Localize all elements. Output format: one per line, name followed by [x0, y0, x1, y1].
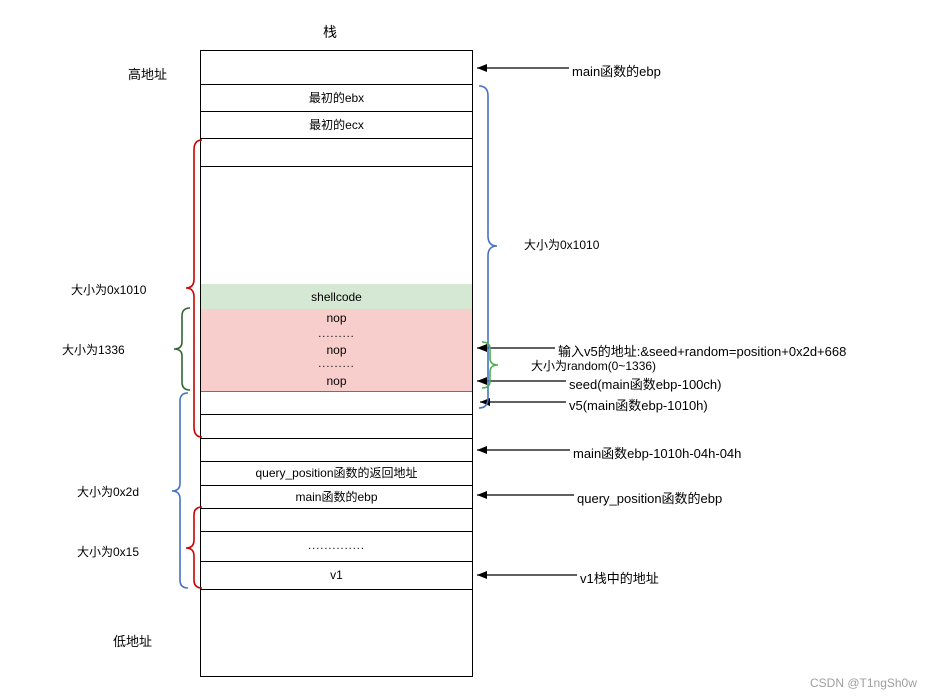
stack-row-dots: ..............	[201, 531, 472, 562]
watermark: CSDN @T1ngSh0w	[810, 676, 917, 690]
stack-row-bottom-empty	[201, 589, 472, 676]
stack-row-ebx: 最初的ebx	[201, 84, 472, 112]
stack-container: 最初的ebx 最初的ecx shellcode nop ......... no…	[200, 50, 473, 677]
stack-row-v5	[201, 391, 472, 415]
diagram-title: 栈	[323, 24, 337, 40]
label-left-size-1336: 大小为1336	[62, 343, 125, 357]
stack-row-nop-1: nop	[201, 309, 472, 327]
stack-row-return-address: query_position函数的返回地址	[201, 461, 472, 486]
brace-left-1336	[173, 307, 191, 391]
stack-row-empty-1	[201, 138, 472, 167]
label-left-size-0x2d: 大小为0x2d	[77, 485, 140, 499]
stack-row-nop-2: nop	[201, 341, 472, 359]
stack-row-shellcode: shellcode	[201, 284, 472, 310]
stack-row-buffer-empty	[201, 166, 472, 285]
stack-row-empty-2	[201, 414, 472, 439]
annotation-v5: v5(main函数ebp-1010h)	[569, 398, 708, 413]
brace-right-random	[481, 341, 499, 389]
annotation-main-ebp: main函数的ebp	[572, 64, 661, 79]
label-low-address: 低地址	[113, 634, 153, 649]
brace-right-0x1010	[478, 85, 498, 409]
annotation-seed: seed(main函数ebp-100ch)	[569, 377, 722, 392]
label-left-size-0x1010: 大小为0x1010	[71, 283, 147, 297]
stack-row-nop-3: nop	[201, 370, 472, 392]
label-right-size-random: 大小为random(0~1336)	[531, 359, 657, 373]
stack-row-top-empty	[201, 51, 472, 85]
stack-row-empty-3	[201, 438, 472, 462]
annotation-main-ebp-offset: main函数ebp-1010h-04h-04h	[573, 446, 742, 461]
label-high-address: 高地址	[128, 67, 168, 82]
annotation-query-position-ebp: query_position函数的ebp	[577, 491, 723, 506]
label-right-size-0x1010: 大小为0x1010	[524, 238, 600, 252]
annotation-v1-address: v1栈中的地址	[580, 571, 659, 586]
annotation-input-v5-address: 输入v5的地址:&seed+random=position+0x2d+668	[558, 344, 847, 359]
brace-left-0x2d	[171, 392, 189, 589]
stack-row-main-ebp: main函数的ebp	[201, 485, 472, 509]
stack-row-v1: v1	[201, 561, 472, 590]
stack-row-empty-4	[201, 508, 472, 532]
stack-row-nop-dots-1: .........	[201, 327, 472, 342]
label-left-size-0x15: 大小为0x15	[77, 545, 140, 559]
stack-row-ecx: 最初的ecx	[201, 111, 472, 139]
